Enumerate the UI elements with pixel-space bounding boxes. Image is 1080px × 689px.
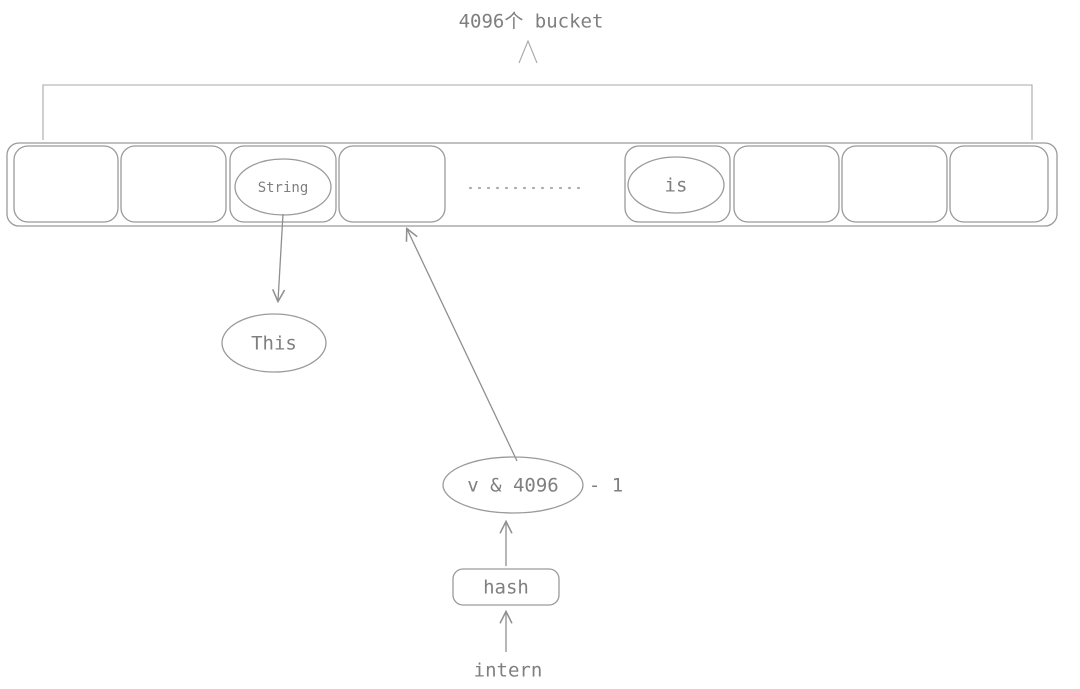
index-expression-suffix: - 1 xyxy=(589,475,623,497)
diagram-title: 4096个 bucket xyxy=(459,11,604,33)
index-expression-ellipse[interactable] xyxy=(442,456,584,514)
edge-index-to-bucket xyxy=(407,229,518,462)
this-node-ellipse[interactable] xyxy=(221,313,327,373)
bucket-cell-3[interactable] xyxy=(338,145,446,223)
bucket-cell-5[interactable] xyxy=(733,145,840,223)
top-brace xyxy=(42,39,1033,140)
edge-string-to-this xyxy=(278,213,283,301)
node-hash[interactable]: hash xyxy=(452,568,560,606)
string-entry-label: String xyxy=(258,180,309,196)
this-node-label: This xyxy=(251,333,297,355)
hash-node-box[interactable] xyxy=(452,568,560,606)
index-expression-label: v & 4096 xyxy=(467,475,559,497)
bucket-array-container xyxy=(6,142,1058,227)
intern-node-label: intern xyxy=(474,660,543,682)
bucket-cell-0[interactable] xyxy=(13,145,119,223)
node-this[interactable]: This xyxy=(221,313,327,373)
bucket-entry-string[interactable]: String xyxy=(234,158,332,216)
is-entry-ellipse[interactable] xyxy=(627,156,725,214)
bucket-cell-4[interactable] xyxy=(624,145,731,223)
bucket-list[interactable] xyxy=(13,145,1049,223)
bucket-cell-7[interactable] xyxy=(949,145,1049,223)
is-entry-label: is xyxy=(665,175,688,197)
hash-node-label: hash xyxy=(483,577,529,599)
bucket-cell-1[interactable] xyxy=(120,145,227,223)
bucket-cell-6[interactable] xyxy=(841,145,948,223)
node-index-expression[interactable]: v & 4096 - 1 xyxy=(442,456,623,514)
bucket-entry-is[interactable]: is xyxy=(627,156,725,214)
